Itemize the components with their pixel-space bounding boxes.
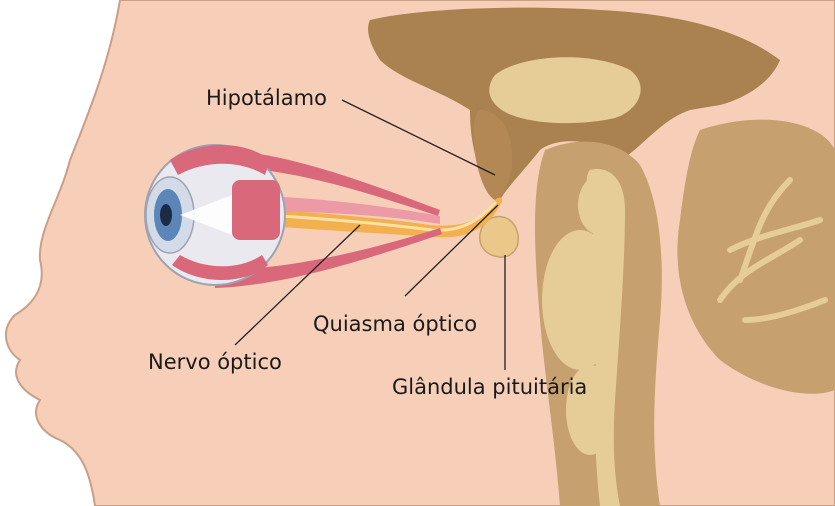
eye-muscle-side	[232, 180, 280, 240]
label-optic-nerve: Nervo óptico	[148, 352, 282, 373]
label-hypothalamus: Hipotálamo	[206, 88, 327, 109]
pupil	[160, 204, 172, 226]
thalamus	[489, 57, 640, 123]
midbrain-lobe	[578, 175, 622, 235]
label-optic-chiasm: Quiasma óptico	[313, 314, 477, 335]
pons-lobe	[542, 230, 618, 370]
label-pituitary-gland: Glândula pituitária	[392, 377, 587, 398]
